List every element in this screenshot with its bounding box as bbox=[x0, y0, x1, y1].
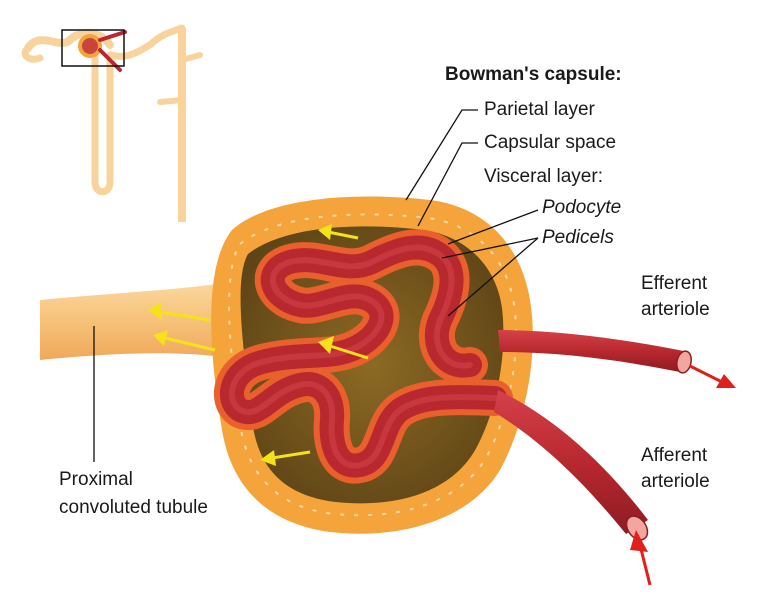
nephron-thumbnail bbox=[21, 24, 203, 222]
leader-lines bbox=[93, 109, 539, 462]
thumbnail-highlight-box bbox=[61, 29, 125, 67]
proximal-tubule-shape bbox=[40, 280, 240, 360]
bowmans-capsule-heading: Bowman's capsule: bbox=[445, 64, 622, 85]
parietal-layer-label: Parietal layer bbox=[484, 99, 595, 120]
proximal-label-line2: convoluted tubule bbox=[59, 497, 208, 518]
proximal-label-line1: Proximal bbox=[59, 469, 133, 490]
afferent-flow-arrow bbox=[630, 530, 652, 586]
filtrate-flow-arrows bbox=[148, 224, 369, 466]
podocyte-label: Podocyte bbox=[542, 197, 622, 218]
efferent-arteriole-vessel bbox=[498, 330, 692, 374]
efferent-label-line1: Efferent bbox=[641, 273, 708, 294]
efferent-label-line2: arteriole bbox=[641, 299, 710, 320]
efferent-flow-arrow bbox=[689, 364, 736, 388]
capsular-space-label: Capsular space bbox=[484, 132, 617, 153]
visceral-layer-label: Visceral layer: bbox=[484, 166, 603, 187]
afferent-arteriole-vessel bbox=[494, 390, 649, 541]
afferent-label-line2: arteriole bbox=[641, 471, 710, 492]
glomerulus bbox=[214, 229, 513, 484]
afferent-label-line1: Afferent bbox=[641, 445, 708, 466]
pedicels-label: Pedicels bbox=[542, 227, 614, 248]
